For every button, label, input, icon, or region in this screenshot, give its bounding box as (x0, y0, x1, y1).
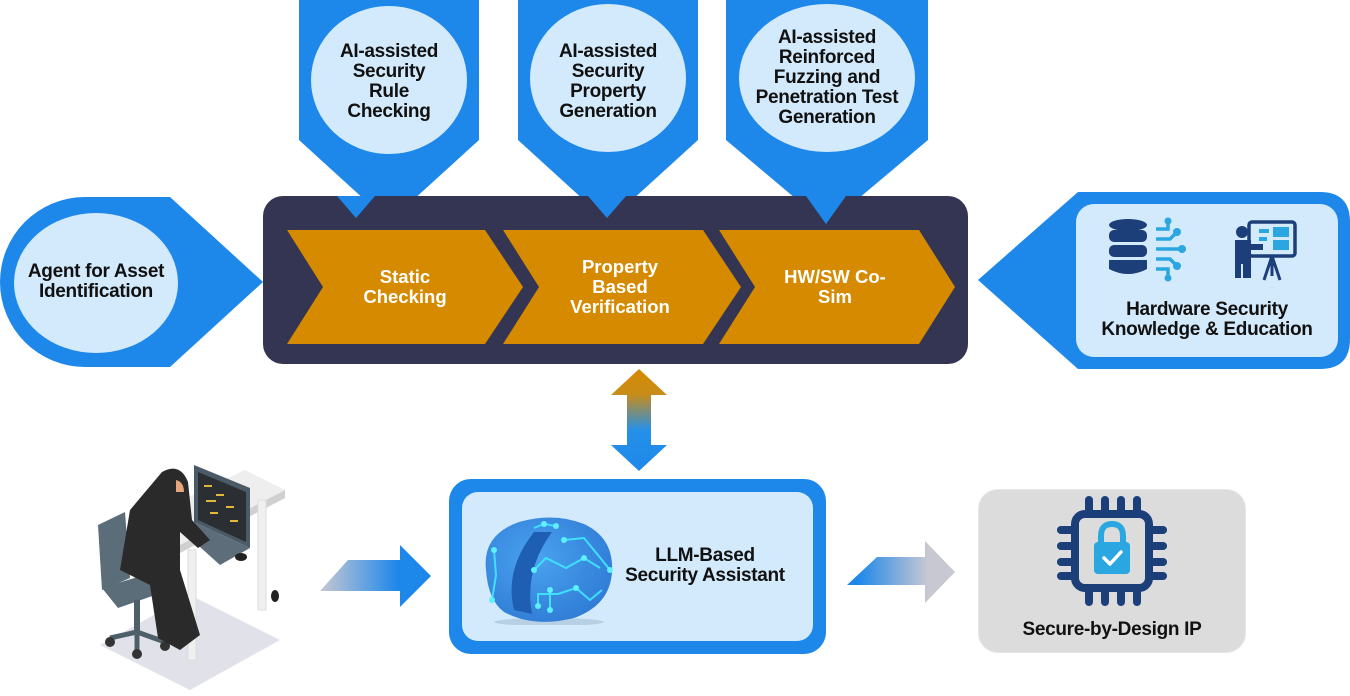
label-line: Penetration Test (755, 87, 899, 108)
pin-shape (726, 0, 928, 225)
label-line: Agent for Asset (27, 261, 165, 282)
ai-tool-pin-fuzzing-pentest: AI-assisted Reinforced Fuzzing and Penet… (726, 0, 928, 225)
secure-chip-icon (1057, 496, 1167, 606)
label-line: Reinforced (778, 47, 876, 68)
hacker-at-desk-illustration (98, 465, 285, 690)
label-line: LLM-Based (655, 545, 755, 566)
pipeline-chevrons (287, 196, 955, 344)
label-line: Security Assistant (625, 565, 785, 586)
bidirectional-arrow-icon (611, 369, 667, 471)
label-line: HW/SW Co- (784, 266, 886, 287)
label-line: Sim (818, 286, 852, 307)
stage-chevron-cosim (719, 230, 955, 344)
knowledge-education-pin: Hardware Security Knowledge & Education (978, 192, 1350, 369)
stage-label-cosim: HW/SW Co- Sim (760, 230, 910, 344)
input-arrow-icon (320, 545, 431, 607)
label-line: AI-assisted (777, 27, 877, 48)
pin-shape (0, 197, 263, 367)
label-line: Based (592, 276, 648, 297)
stage-chevron-static (287, 230, 523, 344)
pin-shape (518, 0, 698, 222)
stage-label-property: Property Based Verification (545, 230, 695, 344)
ai-tool-pin-property-generation: AI-assisted Security Property Generation (518, 0, 698, 222)
stage-chevron-property (503, 230, 741, 344)
ai-brain-icon (485, 517, 613, 625)
asset-agent-label: Agent for Asset Identification (27, 261, 165, 302)
stage-label-static: Static Checking (330, 230, 480, 344)
presentation-teacher-icon (1235, 220, 1297, 281)
label-line: Checking (347, 101, 431, 122)
ai-tool-label: AI-assisted Security Property Generation (559, 42, 657, 122)
label-line: Hardware Security (1126, 299, 1288, 320)
label-line: Security (352, 61, 426, 82)
ai-tool-label: AI-assisted Security Rule Checking (340, 42, 438, 122)
label-line: Rule (369, 81, 409, 102)
label-line: Static (379, 266, 431, 287)
assistant-label: LLM-Based Security Assistant (610, 546, 800, 586)
label-line: Identification (38, 281, 153, 302)
label-line: Fuzzing and (773, 67, 881, 88)
asset-agent-pin: Agent for Asset Identification (0, 197, 265, 367)
output-arrow-icon (847, 541, 955, 603)
knowledge-label: Hardware Security Knowledge & Education (1101, 300, 1312, 340)
label-line: Security (571, 61, 645, 82)
label-line: Checking (363, 286, 447, 307)
ai-tool-pin-rule-checking: AI-assisted Security Rule Checking (299, 0, 479, 222)
pin-tip (806, 196, 846, 224)
label-line: Knowledge & Education (1101, 319, 1313, 340)
label-line: Generation (559, 101, 657, 122)
ai-tool-label: AI-assisted Reinforced Fuzzing and Penet… (756, 28, 899, 128)
label-line: AI-assisted (339, 41, 439, 62)
label-line: Verification (570, 296, 670, 317)
pin-shape (978, 192, 1350, 369)
pin-tip (588, 196, 626, 218)
label-line: Generation (778, 107, 876, 128)
pin-shape (299, 0, 479, 222)
label-line: Property (570, 81, 646, 102)
label-line: AI-assisted (558, 41, 658, 62)
pin-tip (337, 196, 375, 218)
database-network-icon (1109, 217, 1186, 282)
label-line: Property (581, 256, 659, 277)
secure-ip-label: Secure-by-Design IP (1022, 619, 1202, 640)
